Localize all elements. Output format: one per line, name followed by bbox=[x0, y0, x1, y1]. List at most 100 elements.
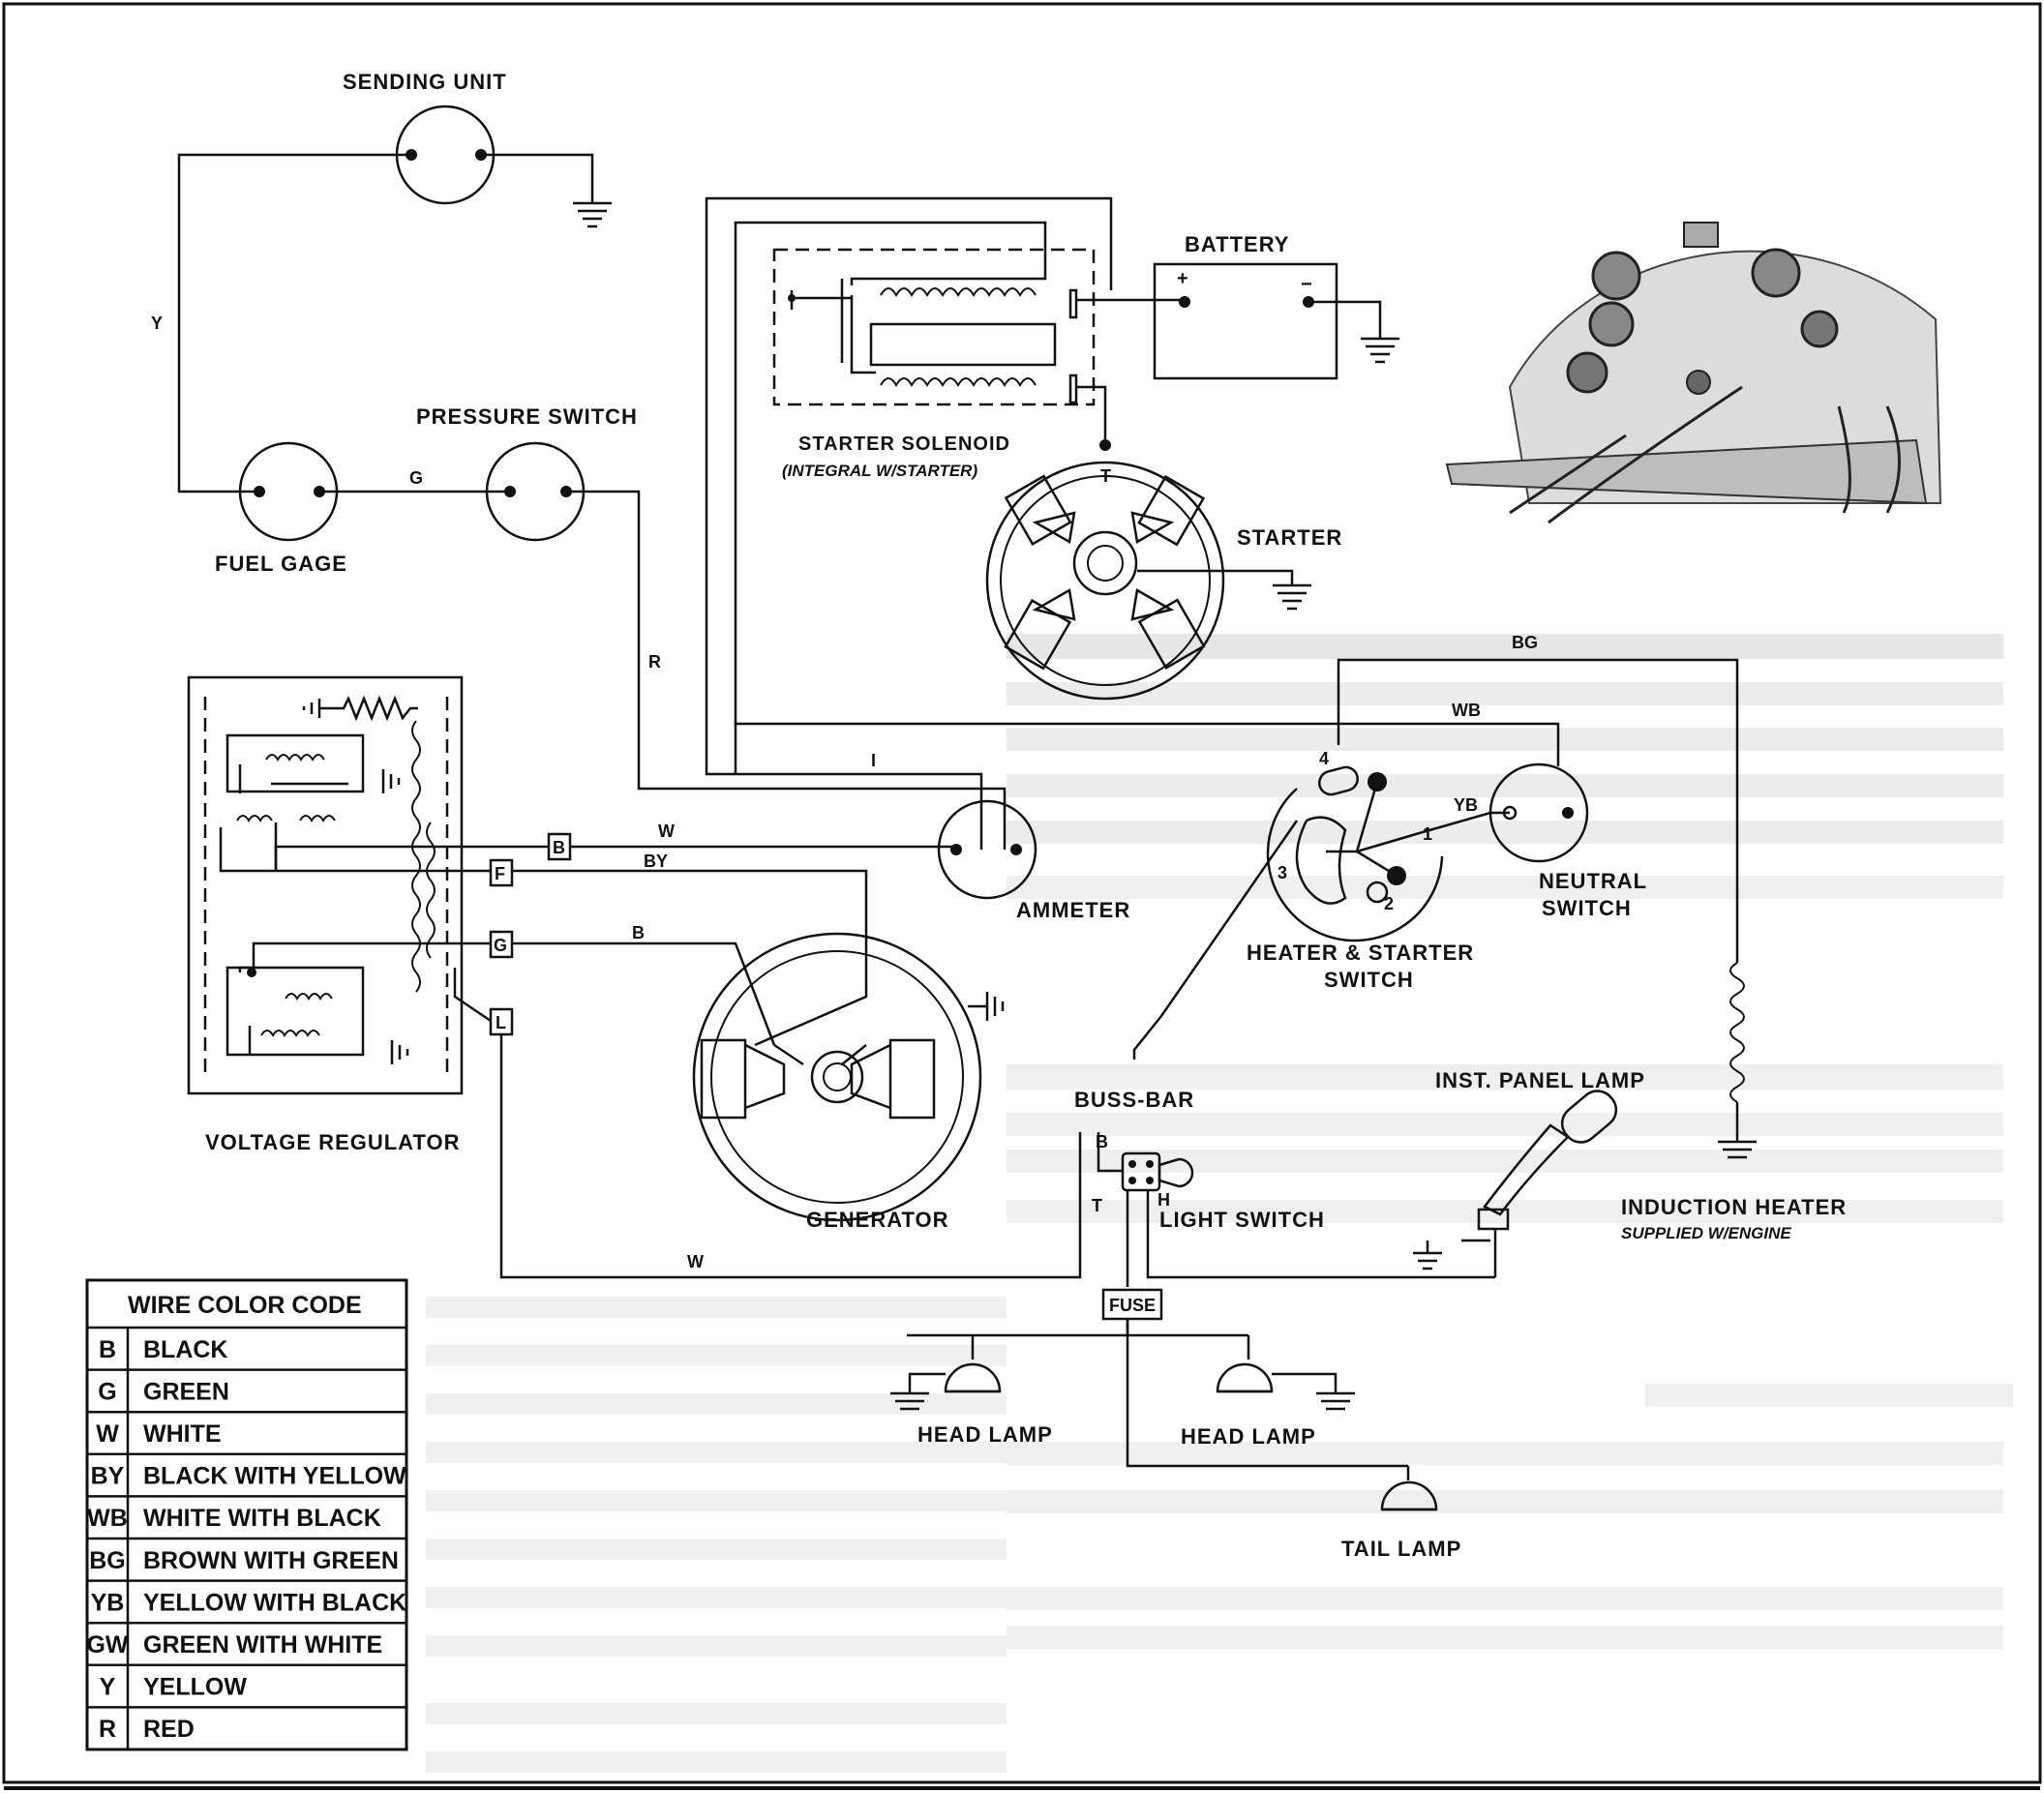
head-lamp-right-label: HEAD LAMP bbox=[1181, 1424, 1316, 1449]
wire-color-cell: BLACK bbox=[143, 1336, 228, 1363]
wire-label-bg: BG bbox=[1512, 633, 1538, 652]
wire-code-cell: W bbox=[96, 1420, 119, 1448]
wire-label-i: I bbox=[871, 751, 876, 770]
wire-code-cell: WB bbox=[87, 1505, 128, 1532]
generator-label: GENERATOR bbox=[806, 1208, 949, 1232]
heater-starter-switch-label-1: HEATER & STARTER bbox=[1247, 941, 1474, 965]
wire-by bbox=[512, 869, 868, 1047]
wire-code-cell: Y bbox=[100, 1674, 116, 1701]
wire-label-by: BY bbox=[644, 852, 668, 871]
wire-g-reg bbox=[252, 941, 491, 968]
wire-color-cell: BLACK WITH YELLOW bbox=[143, 1463, 406, 1490]
heater-starter-switch bbox=[1266, 765, 1444, 942]
switch-terminal-1: 1 bbox=[1423, 824, 1432, 844]
heater-starter-switch-label-2: SWITCH bbox=[1324, 968, 1414, 992]
wire-code-cell: R bbox=[99, 1716, 116, 1743]
wire-label-g: G bbox=[409, 468, 423, 488]
wire-color-cell: BROWN WITH GREEN bbox=[143, 1547, 399, 1574]
fuse: FUSE bbox=[1101, 1288, 1163, 1321]
light-switch-terminal-h: H bbox=[1157, 1190, 1170, 1210]
svg-text:L: L bbox=[496, 1013, 506, 1032]
wire-buss-to-switch bbox=[1132, 820, 1299, 1060]
wire-code-cell: YB bbox=[91, 1589, 125, 1616]
wire-color-cell: GREEN bbox=[143, 1378, 229, 1405]
battery-plus: + bbox=[1177, 268, 1189, 289]
regulator-terminal-f: F bbox=[489, 858, 514, 887]
wire-color-cell: YELLOW bbox=[143, 1674, 247, 1701]
tail-lamp-label: TAIL LAMP bbox=[1341, 1537, 1461, 1561]
wire-b-reg bbox=[274, 845, 549, 871]
wire-r bbox=[566, 490, 1007, 850]
wire-w-bottom bbox=[499, 1034, 1082, 1279]
wire-color-cell: RED bbox=[143, 1716, 195, 1743]
neutral-switch-label-2: SWITCH bbox=[1542, 896, 1632, 920]
wire-color-cell: WHITE WITH BLACK bbox=[143, 1505, 381, 1532]
wire-code-cell: GW bbox=[86, 1631, 128, 1659]
battery-minus: − bbox=[1301, 274, 1313, 295]
wire-label-y: Y bbox=[151, 314, 163, 333]
switch-terminal-2: 2 bbox=[1384, 894, 1394, 913]
wire-code-cell: BY bbox=[91, 1463, 125, 1490]
wire-color-cell: GREEN WITH WHITE bbox=[143, 1631, 382, 1659]
ammeter bbox=[937, 799, 1037, 900]
sending-unit bbox=[395, 105, 612, 228]
regulator-terminal-l: L bbox=[489, 1007, 514, 1036]
pressure-switch-label: PRESSURE SWITCH bbox=[416, 404, 638, 429]
starter-solenoid-note: (INTEGRAL W/STARTER) bbox=[782, 462, 977, 480]
induction-heater bbox=[1718, 962, 1757, 1159]
svg-text:G: G bbox=[494, 936, 507, 955]
wire-code-cell: B bbox=[99, 1336, 116, 1363]
ground-symbol bbox=[573, 201, 612, 228]
sending-unit-label: SENDING UNIT bbox=[343, 70, 507, 94]
wire-l-reg bbox=[453, 968, 492, 1023]
light-switch-terminal-t: T bbox=[1092, 1196, 1102, 1215]
regulator-terminal-b: B bbox=[547, 832, 572, 861]
wire-bg bbox=[1337, 658, 1739, 963]
switch-terminal-4: 4 bbox=[1319, 749, 1329, 768]
wire-tail bbox=[1126, 1319, 1408, 1468]
voltage-regulator-label: VOLTAGE REGULATOR bbox=[205, 1130, 460, 1154]
dash-panel-photo bbox=[1445, 222, 1942, 524]
light-switch bbox=[1097, 1132, 1495, 1287]
wire-code-cell: BG bbox=[89, 1547, 126, 1574]
neutral-switch-label-1: NEUTRAL bbox=[1539, 869, 1647, 893]
starter-t-terminal: T bbox=[1100, 466, 1111, 486]
wire-code-cell: G bbox=[98, 1378, 116, 1405]
starter-solenoid bbox=[772, 227, 1181, 451]
regulator-terminal-g: G bbox=[489, 930, 514, 959]
wire-label-wb: WB bbox=[1452, 701, 1481, 720]
light-switch-terminal-b: B bbox=[1096, 1132, 1108, 1151]
starter-solenoid-label: STARTER SOLENOID bbox=[798, 433, 1010, 455]
neutral-switch bbox=[1488, 762, 1589, 863]
generator bbox=[692, 932, 1005, 1222]
ammeter-label: AMMETER bbox=[1016, 898, 1130, 922]
wire-color-code-title: WIRE COLOR CODE bbox=[128, 1292, 362, 1319]
battery bbox=[1153, 262, 1399, 380]
wire-color-code-table bbox=[85, 1278, 408, 1751]
wire-label-b-gen: B bbox=[632, 923, 645, 942]
starter-label: STARTER bbox=[1237, 525, 1342, 550]
induction-heater-label: INDUCTION HEATER bbox=[1621, 1195, 1847, 1219]
wire-wb bbox=[734, 721, 1560, 766]
voltage-regulator bbox=[187, 675, 464, 1095]
svg-text:B: B bbox=[553, 838, 565, 857]
battery-label: BATTERY bbox=[1185, 232, 1289, 256]
wire-color-cell: YELLOW WITH BLACK bbox=[143, 1589, 406, 1616]
wire-label-r: R bbox=[648, 652, 661, 672]
inst-panel-lamp-label: INST. PANEL LAMP bbox=[1435, 1068, 1645, 1092]
head-lamp-left bbox=[890, 1335, 1002, 1411]
svg-text:F: F bbox=[495, 864, 505, 883]
wire-label-w-bottom: W bbox=[687, 1252, 704, 1271]
inst-panel-lamp bbox=[1413, 1090, 1618, 1277]
wire-i-loop bbox=[734, 221, 1047, 721]
light-switch-label: LIGHT SWITCH bbox=[1159, 1208, 1325, 1232]
wire-label-yb: YB bbox=[1454, 795, 1478, 815]
wire-b-gen bbox=[512, 941, 776, 1046]
wire-y bbox=[177, 153, 411, 493]
buss-bar-label: BUSS-BAR bbox=[1074, 1088, 1194, 1112]
head-lamp-right bbox=[1216, 1335, 1355, 1411]
switch-terminal-3: 3 bbox=[1278, 863, 1287, 882]
